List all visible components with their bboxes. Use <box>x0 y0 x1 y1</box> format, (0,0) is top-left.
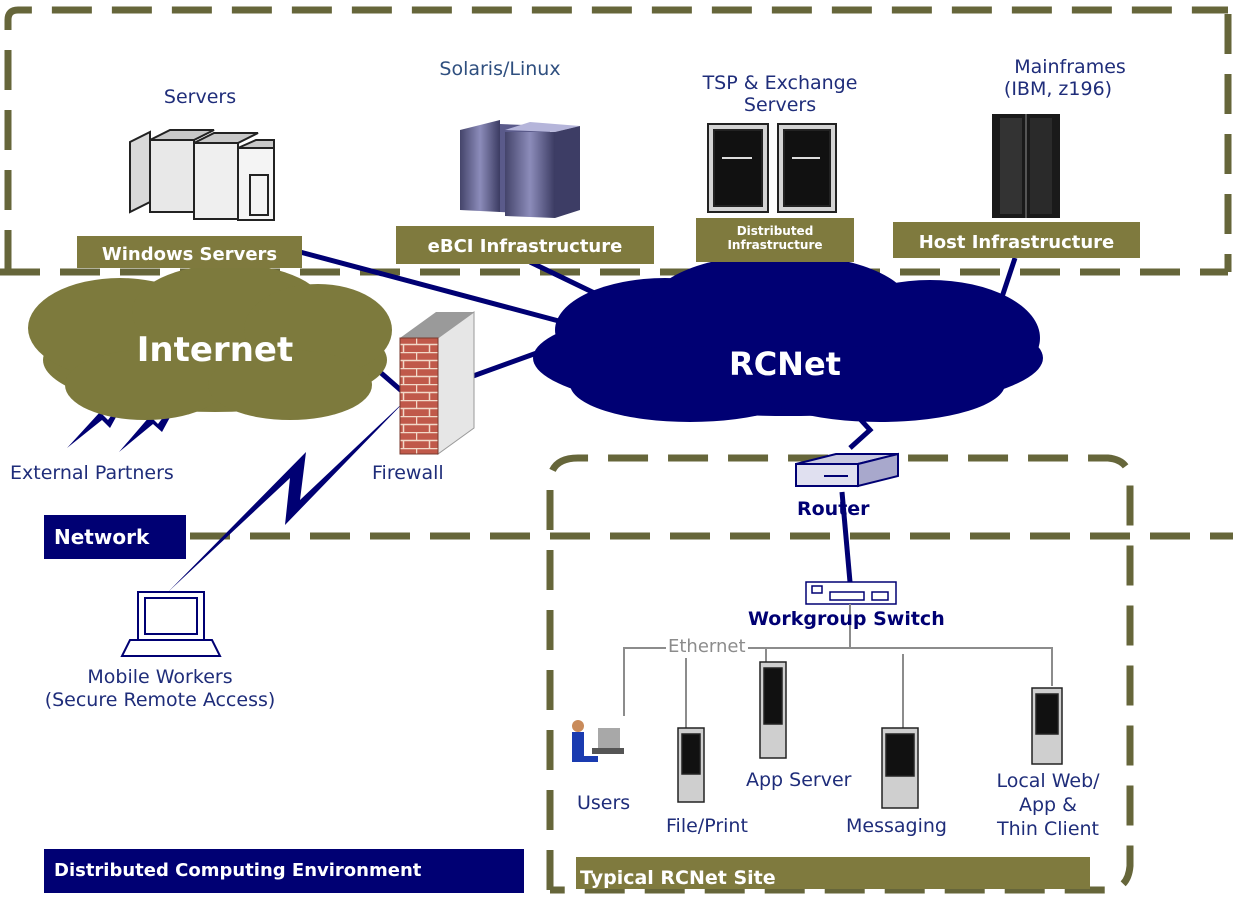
environment-text: Distributed Computing Environment <box>54 860 422 881</box>
fileprint-server-icon <box>677 727 705 803</box>
windows-server-icon <box>129 129 275 221</box>
fileprint-label: File/Print <box>666 815 748 837</box>
distributed-bar: Distributed Infrastructure <box>696 218 854 262</box>
router-icon <box>795 452 899 488</box>
internet-label: Internet <box>136 330 294 370</box>
site-zone-label: Typical RCNet Site <box>576 857 1090 889</box>
host-bar: Host Infrastructure <box>893 222 1140 258</box>
switch-icon <box>805 581 897 605</box>
rcnet-cloud <box>533 254 1043 422</box>
mobile-lightning <box>168 398 408 592</box>
messaging-server-icon <box>881 727 919 809</box>
app-server-label: App Server <box>746 769 852 791</box>
external-lightning-1 <box>67 388 132 448</box>
ebci-bar: eBCI Infrastructure <box>396 226 654 264</box>
link-router-switch <box>839 491 853 583</box>
messaging-label: Messaging <box>846 815 947 837</box>
laptop-icon <box>120 591 222 657</box>
ebci-label: eBCI Infrastructure <box>427 236 623 257</box>
distributed-label-line2: Infrastructure <box>727 238 823 252</box>
mainframes-caption-line2: (IBM, z196) <box>1003 78 1113 100</box>
workgroup-switch-label: Workgroup Switch <box>748 608 945 630</box>
localweb-server-icon <box>1031 687 1063 765</box>
windows-servers-bar: Windows Servers <box>77 236 302 268</box>
users-label: Users <box>577 792 631 814</box>
internet-cloud <box>28 264 392 420</box>
ethernet-label: Ethernet <box>666 636 748 658</box>
distributed-label-line1: Distributed <box>736 224 814 238</box>
user-icon <box>572 720 624 762</box>
network-zone-label: Network <box>44 515 186 559</box>
localweb-label-line2: App & <box>1019 794 1077 816</box>
app-server-icon <box>759 661 787 759</box>
solaris-caption: Solaris/Linux <box>439 58 561 80</box>
windows-servers-label: Windows Servers <box>101 244 278 265</box>
mainframes-caption-line1: Mainframes <box>1014 56 1126 78</box>
host-label: Host Infrastructure <box>918 232 1115 253</box>
tsp-caption-line2: Servers <box>743 94 817 116</box>
environment-label: Distributed Computing Environment <box>44 849 524 893</box>
firewall-label: Firewall <box>372 462 444 484</box>
link-windows-rcnet <box>299 249 601 335</box>
external-lightning-2 <box>119 384 188 452</box>
mobile-workers-line2: (Secure Remote Access) <box>44 689 276 711</box>
localweb-label-line3: Thin Client <box>996 818 1099 840</box>
mobile-workers-line1: Mobile Workers <box>87 666 233 688</box>
firewall-icon <box>399 311 475 455</box>
site-zone-text: Typical RCNet Site <box>580 867 776 889</box>
servers-caption: Servers <box>163 86 237 108</box>
site-zone-boundary <box>546 454 1134 894</box>
external-partners-label: External Partners <box>10 462 174 484</box>
localweb-label-line1: Local Web/ <box>996 770 1100 792</box>
router-label: Router <box>797 498 870 520</box>
rcnet-label: RCNet <box>729 345 841 383</box>
solaris-server-icon <box>460 120 580 218</box>
network-zone-text: Network <box>54 525 150 549</box>
tsp-server-icon <box>707 123 837 213</box>
tsp-caption-line1: TSP & Exchange <box>702 72 858 94</box>
mainframe-icon <box>992 114 1060 218</box>
